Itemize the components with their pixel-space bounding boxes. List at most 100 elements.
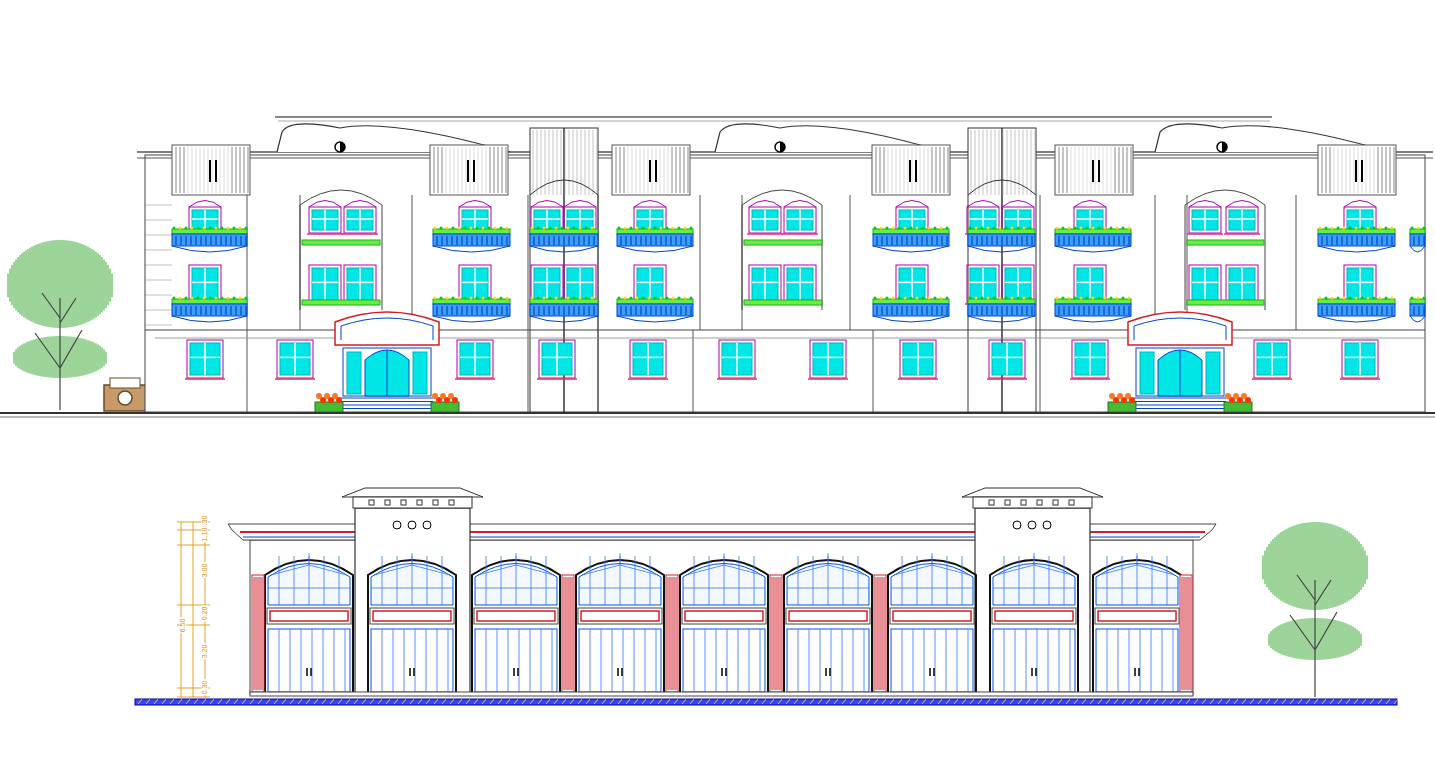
ground-hatch (1338, 699, 1342, 704)
window-glass (752, 268, 778, 300)
tree-foliage (1357, 539, 1358, 594)
ground-hatch (1330, 699, 1334, 704)
balcony-baluster (972, 236, 973, 245)
tree-foliage (42, 243, 43, 326)
tree-foliage (50, 241, 51, 327)
balcony-flower (197, 297, 200, 300)
ground-hatch (1378, 699, 1382, 704)
balcony-flower (191, 297, 194, 300)
window-frame (344, 207, 376, 233)
door-panel (1004, 629, 1005, 692)
door-panel (716, 629, 717, 692)
balcony-flower (898, 297, 901, 300)
tower-vent (401, 500, 406, 505)
ground-pier (1040, 330, 1041, 412)
tower-shade (537, 130, 538, 195)
dimension-text: 6.50 (179, 618, 186, 634)
ground-hatch (834, 699, 838, 704)
tree-foliage (1309, 522, 1310, 609)
door-handle (409, 668, 411, 676)
sign-band (474, 608, 558, 624)
tree-foliage (1343, 622, 1344, 656)
balcony-baluster (487, 306, 488, 315)
tower-shade (1027, 130, 1028, 195)
window-mullion (1204, 210, 1206, 230)
pilaster-flute (674, 577, 675, 690)
ground-hatch (1266, 699, 1270, 704)
balcony-flower (1331, 297, 1334, 300)
glazing-bar (650, 556, 651, 605)
balcony-baluster (221, 236, 222, 245)
balcony-baluster (1327, 306, 1328, 315)
balcony-baluster (681, 236, 682, 245)
ground-hatch (930, 699, 934, 704)
car-body (104, 385, 146, 411)
window-sill (898, 378, 938, 380)
window-transom (752, 218, 778, 220)
door-panel (1140, 629, 1141, 692)
tree-trunk (1290, 575, 1337, 697)
ground-hatch (138, 699, 142, 704)
tower-shade (979, 130, 980, 195)
balcony-baluster (651, 236, 652, 245)
balcony-flower (946, 227, 949, 230)
window-transom (542, 357, 572, 359)
balcony-flower (1349, 227, 1352, 230)
balcony-baluster (1382, 306, 1383, 315)
window-transom (899, 218, 925, 220)
balcony-baluster (1099, 306, 1100, 315)
balcony-flower (1062, 297, 1065, 300)
chimney-shade (904, 147, 905, 193)
balcony-flower (1074, 297, 1077, 300)
balcony-base (617, 316, 693, 322)
window-sill (1187, 233, 1223, 235)
balcony-flower (987, 227, 990, 230)
tree-foliage (1329, 524, 1330, 609)
tree-foliage (1355, 537, 1356, 596)
door-panel (345, 629, 346, 692)
ground-hatch (850, 699, 854, 704)
door-panel (497, 629, 498, 692)
chimney-shade (648, 147, 649, 193)
tower-vent (1037, 500, 1042, 505)
ground-hatch (1250, 699, 1254, 704)
flower-pot (1108, 402, 1136, 412)
window-arch (749, 201, 781, 208)
balcony-planter (1318, 299, 1395, 304)
balcony-baluster (1027, 306, 1028, 315)
balcony-baluster (1357, 306, 1358, 315)
tree-foliage (62, 336, 63, 378)
tree-foliage (46, 242, 47, 327)
tree-foliage (1313, 618, 1314, 660)
tower-shade (1019, 130, 1020, 195)
rustication (145, 205, 172, 206)
round-vent-half (1222, 142, 1227, 152)
balcony-baluster (191, 306, 192, 315)
window-transom (1005, 282, 1031, 284)
balcony-rail (530, 234, 598, 246)
balcony-baluster (1059, 236, 1060, 245)
door-handle (513, 668, 515, 676)
balcony-flower (233, 297, 236, 300)
door-handle (1031, 668, 1033, 676)
window-arch (784, 201, 816, 208)
balcony-flower (1343, 227, 1346, 230)
balcony-baluster (691, 306, 692, 315)
chimney-shade (1362, 147, 1363, 193)
entrance-frame (343, 348, 431, 396)
door-panel (1015, 629, 1016, 692)
window-glass (899, 268, 925, 300)
tree-foliage (14, 262, 15, 308)
balcony-baluster (1342, 236, 1343, 245)
ground-hatch (490, 699, 494, 704)
balcony-rail (873, 304, 949, 316)
tower-oculus (1028, 521, 1036, 529)
balcony-flower (916, 297, 919, 300)
door-handle (306, 668, 308, 676)
balcony-flower (464, 297, 467, 300)
chimney-shade (684, 147, 685, 193)
glazing-bar (1152, 556, 1153, 605)
door-panel (924, 629, 925, 692)
balcony-baluster (236, 236, 237, 245)
ground-hatch (1306, 699, 1310, 704)
